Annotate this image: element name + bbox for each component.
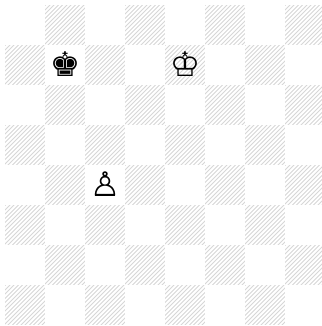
white-pawn-piece[interactable]: ♙ — [85, 165, 125, 205]
square-e5[interactable] — [165, 125, 205, 165]
square-g3[interactable] — [245, 205, 285, 245]
square-d5[interactable] — [125, 125, 165, 165]
square-d1[interactable] — [125, 285, 165, 325]
square-c3[interactable] — [85, 205, 125, 245]
square-h1[interactable] — [285, 285, 322, 325]
square-c6[interactable] — [85, 85, 125, 125]
square-h3[interactable] — [285, 205, 322, 245]
square-c4[interactable]: ♙ — [85, 165, 125, 205]
square-g7[interactable] — [245, 45, 285, 85]
square-b4[interactable] — [45, 165, 85, 205]
square-h5[interactable] — [285, 125, 322, 165]
square-c8[interactable] — [85, 5, 125, 45]
square-f6[interactable] — [205, 85, 245, 125]
square-h4[interactable] — [285, 165, 322, 205]
square-h6[interactable] — [285, 85, 322, 125]
square-f5[interactable] — [205, 125, 245, 165]
square-c1[interactable] — [85, 285, 125, 325]
square-f7[interactable] — [205, 45, 245, 85]
square-b6[interactable] — [45, 85, 85, 125]
square-b5[interactable] — [45, 125, 85, 165]
square-e3[interactable] — [165, 205, 205, 245]
white-king-piece[interactable]: ♔ — [165, 45, 205, 85]
square-d2[interactable] — [125, 245, 165, 285]
square-d4[interactable] — [125, 165, 165, 205]
square-b8[interactable] — [45, 5, 85, 45]
square-b1[interactable] — [45, 285, 85, 325]
square-g5[interactable] — [245, 125, 285, 165]
square-a2[interactable] — [5, 245, 45, 285]
square-b2[interactable] — [45, 245, 85, 285]
square-a5[interactable] — [5, 125, 45, 165]
square-h2[interactable] — [285, 245, 322, 285]
square-e6[interactable] — [165, 85, 205, 125]
square-a7[interactable] — [5, 45, 45, 85]
black-king-piece[interactable]: ♚ — [45, 45, 85, 85]
square-b7[interactable]: ♚ — [45, 45, 85, 85]
square-d3[interactable] — [125, 205, 165, 245]
chess-board[interactable]: ♚ ♔ ♙ — [5, 5, 322, 325]
square-g8[interactable] — [245, 5, 285, 45]
square-d6[interactable] — [125, 85, 165, 125]
square-g2[interactable] — [245, 245, 285, 285]
square-a8[interactable] — [5, 5, 45, 45]
square-a6[interactable] — [5, 85, 45, 125]
square-e4[interactable] — [165, 165, 205, 205]
square-g6[interactable] — [245, 85, 285, 125]
square-f1[interactable] — [205, 285, 245, 325]
square-e1[interactable] — [165, 285, 205, 325]
square-d7[interactable] — [125, 45, 165, 85]
square-g1[interactable] — [245, 285, 285, 325]
square-e7[interactable]: ♔ — [165, 45, 205, 85]
square-a4[interactable] — [5, 165, 45, 205]
square-d8[interactable] — [125, 5, 165, 45]
square-c7[interactable] — [85, 45, 125, 85]
square-c2[interactable] — [85, 245, 125, 285]
square-c5[interactable] — [85, 125, 125, 165]
square-a1[interactable] — [5, 285, 45, 325]
square-f3[interactable] — [205, 205, 245, 245]
square-b3[interactable] — [45, 205, 85, 245]
square-h8[interactable] — [285, 5, 322, 45]
square-g4[interactable] — [245, 165, 285, 205]
square-a3[interactable] — [5, 205, 45, 245]
square-e8[interactable] — [165, 5, 205, 45]
square-f4[interactable] — [205, 165, 245, 205]
square-h7[interactable] — [285, 45, 322, 85]
square-f8[interactable] — [205, 5, 245, 45]
square-f2[interactable] — [205, 245, 245, 285]
square-e2[interactable] — [165, 245, 205, 285]
